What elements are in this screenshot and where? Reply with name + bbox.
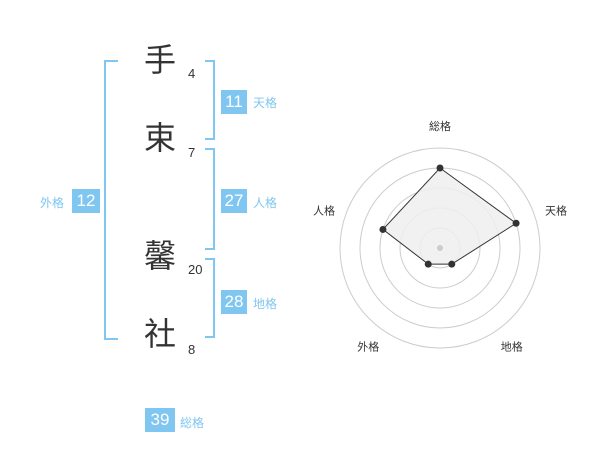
radar-points [379, 164, 520, 268]
radar-point-4 [424, 260, 432, 268]
name-char-4: 社 [143, 315, 176, 353]
radar-point-2 [512, 219, 520, 227]
radar-axis-label-2: 天格 [545, 203, 567, 217]
chikaku-bracket [205, 258, 215, 338]
gaikaku-bracket [104, 60, 118, 340]
stroke-count-2: 7 [188, 145, 196, 160]
jinkaku-label: 人格 [253, 196, 278, 210]
gaikaku-value-badge: 12 [72, 189, 100, 213]
radar-center-dot [437, 245, 443, 251]
radar-axis-label-3: 地格 [501, 340, 523, 354]
radar-axis-label-1: 総格 [429, 119, 451, 133]
stroke-count-4: 8 [188, 342, 196, 357]
radar-point-5 [379, 225, 387, 233]
tenkaku-label: 天格 [253, 96, 278, 110]
name-char-1: 手 [143, 41, 176, 79]
chikaku-value-badge: 28 [221, 290, 247, 314]
jinkaku-bracket [205, 148, 215, 250]
tenkaku-value-badge: 11 [221, 90, 247, 114]
radar-point-3 [448, 260, 456, 268]
gaikaku-label: 外格 [40, 196, 65, 210]
stroke-count-1: 4 [188, 66, 196, 81]
name-char-3: 馨 [143, 237, 176, 275]
soukaku-value-badge: 39 [145, 408, 175, 432]
radar-axis-label-4: 外格 [357, 340, 379, 354]
tenkaku-bracket [205, 60, 215, 140]
stroke-count-3: 20 [188, 262, 203, 277]
name-char-2: 束 [143, 119, 176, 157]
chikaku-label: 地格 [253, 297, 278, 311]
radar-polygon [382, 167, 517, 265]
radar-axis-label-5: 人格 [313, 203, 335, 217]
jinkaku-value-badge: 27 [221, 189, 247, 213]
soukaku-label: 総格 [180, 416, 205, 430]
radar-ring [339, 147, 541, 349]
radar-point-1 [436, 164, 444, 172]
